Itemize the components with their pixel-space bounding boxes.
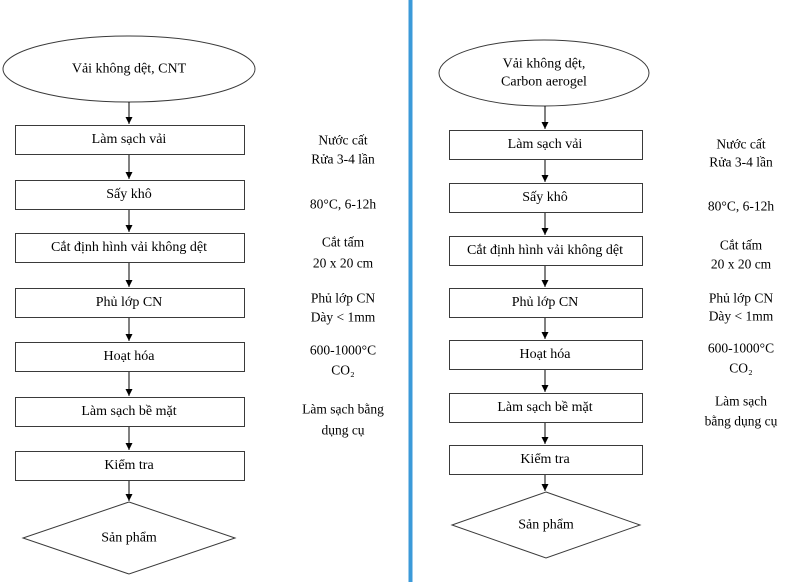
left-step-note: CO₂ xyxy=(331,363,354,378)
left-step-note: Cắt tấm xyxy=(322,235,365,250)
right-step-note: 20 x 20 cm xyxy=(711,257,772,272)
right-start-label: Vải không dệt, Carbon aerogel xyxy=(501,57,587,90)
left-step-box xyxy=(15,451,245,481)
left-step-label-line: Làm sạch bề mặt xyxy=(81,404,176,419)
left-step-note: Làm sạch bằng xyxy=(302,402,384,417)
right-step-note: Phủ lớp CN xyxy=(709,291,773,306)
left-step-label: Phủ lớp CN xyxy=(96,295,163,310)
left-start-label: Vải không dệt, CNT xyxy=(72,62,187,77)
right-step-label: Cắt định hình vải không dệt xyxy=(467,243,623,258)
left-step-box xyxy=(15,125,245,155)
left-step-box xyxy=(15,180,245,210)
right-step-label: Hoạt hóa xyxy=(520,347,572,362)
right-start-label-line: Carbon aerogel xyxy=(501,75,587,90)
right-end-label: Sản phẩm xyxy=(518,518,574,533)
left-step-label-line: Làm sạch vải xyxy=(92,132,167,147)
left-step-box xyxy=(15,233,245,263)
right-step-note: Nước cất xyxy=(716,137,766,152)
right-step-note: CO₂ xyxy=(729,361,752,376)
left-step-box xyxy=(15,288,245,318)
right-step-label-line: Làm sạch bề mặt xyxy=(497,400,592,415)
right-step-box xyxy=(449,393,643,423)
right-step-note: 600-1000°C xyxy=(708,341,774,356)
left-step-label: Hoạt hóa xyxy=(104,349,156,364)
right-step-label-line: Làm sạch vải xyxy=(508,137,583,152)
left-end-label: Sản phẩm xyxy=(101,531,157,546)
left-step-note: Rửa 3-4 lần xyxy=(311,152,375,167)
left-step-label: Cắt định hình vải không dệt xyxy=(51,240,207,255)
left-end-label-line: Sản phẩm xyxy=(101,531,157,546)
left-step-box xyxy=(15,342,245,372)
left-step-box xyxy=(15,397,245,427)
right-step-note: Dày < 1mm xyxy=(709,309,774,324)
right-step-label-line: Cắt định hình vải không dệt xyxy=(467,243,623,258)
left-step-note: dụng cụ xyxy=(321,423,364,438)
right-step-box xyxy=(449,445,643,475)
right-step-label: Làm sạch bề mặt xyxy=(497,400,592,415)
right-step-box xyxy=(449,288,643,318)
left-end-diamond xyxy=(21,501,237,575)
right-step-note: 80°C, 6-12h xyxy=(708,199,774,214)
left-step-label: Làm sạch vải xyxy=(92,132,167,147)
right-step-label: Làm sạch vải xyxy=(508,137,583,152)
left-step-label: Làm sạch bề mặt xyxy=(81,404,176,419)
right-step-note: bằng dụng cụ xyxy=(705,414,778,429)
right-step-label-line: Kiểm tra xyxy=(520,452,570,467)
left-step-note: Dày < 1mm xyxy=(311,310,376,325)
left-step-note: Nước cất xyxy=(318,133,368,148)
left-step-note: 600-1000°C xyxy=(310,343,376,358)
right-step-label-line: Sấy khô xyxy=(522,190,568,205)
right-step-note: Làm sạch xyxy=(715,394,767,409)
right-step-label-line: Hoạt hóa xyxy=(520,347,572,362)
right-step-label: Phủ lớp CN xyxy=(512,295,579,310)
left-step-note: 80°C, 6-12h xyxy=(310,197,376,212)
right-step-label: Sấy khô xyxy=(522,190,568,205)
right-step-box xyxy=(449,340,643,370)
left-step-note: 20 x 20 cm xyxy=(313,256,374,271)
left-step-label: Sấy khô xyxy=(106,187,152,202)
right-start-label-line: Vải không dệt, xyxy=(503,57,586,72)
right-step-label-line: Phủ lớp CN xyxy=(512,295,579,310)
left-step-label-line: Sấy khô xyxy=(106,187,152,202)
right-end-label-line: Sản phẩm xyxy=(518,518,574,533)
right-step-box xyxy=(449,130,643,160)
left-step-label-line: Cắt định hình vải không dệt xyxy=(51,240,207,255)
right-end-diamond xyxy=(450,491,642,559)
right-step-note: Cắt tấm xyxy=(720,238,763,253)
right-step-label: Kiểm tra xyxy=(520,452,570,467)
left-step-note: Phủ lớp CN xyxy=(311,291,375,306)
right-start-ellipse xyxy=(438,39,650,107)
left-step-label-line: Phủ lớp CN xyxy=(96,295,163,310)
left-step-label-line: Kiểm tra xyxy=(104,458,154,473)
left-step-label-line: Hoạt hóa xyxy=(104,349,156,364)
left-start-label-line: Vải không dệt, CNT xyxy=(72,62,187,77)
right-step-box xyxy=(449,236,643,266)
right-step-note: Rửa 3-4 lần xyxy=(709,155,773,170)
right-step-box xyxy=(449,183,643,213)
left-step-label: Kiểm tra xyxy=(104,458,154,473)
